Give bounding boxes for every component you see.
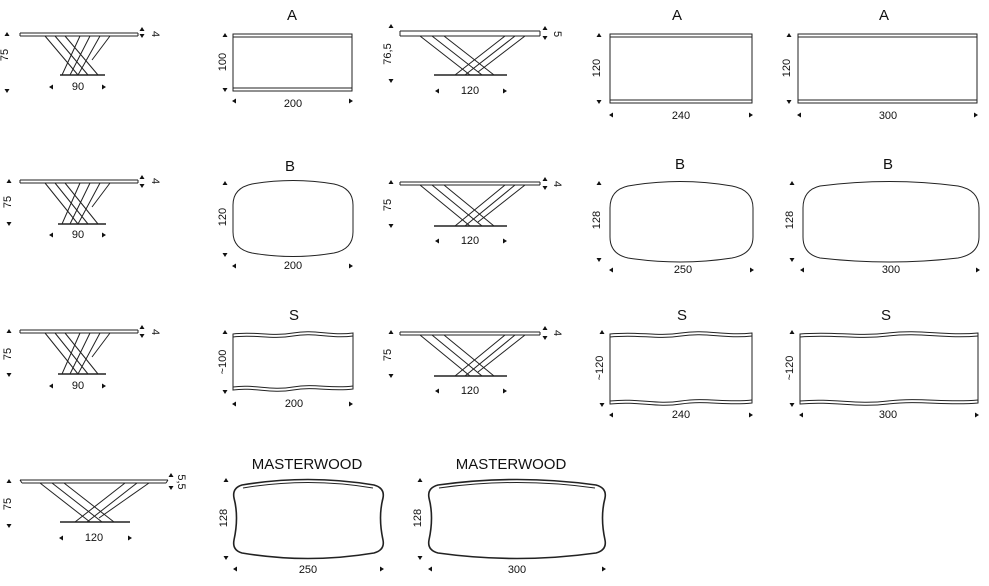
dim-top-thickness: 4 xyxy=(551,181,563,187)
dim-depth: ~100 xyxy=(217,350,229,375)
shape-label: S xyxy=(289,307,299,324)
dim-height: 76,5 xyxy=(382,43,394,64)
dim-length: 200 xyxy=(285,398,303,410)
dim-height: 75 xyxy=(0,49,11,61)
dim-width: 90 xyxy=(72,380,84,392)
dim-width: 120 xyxy=(461,385,479,397)
side-view-r1-2: 76,5 5 120 xyxy=(382,24,563,97)
shape-label: S xyxy=(881,307,891,324)
shape-label: B xyxy=(883,156,893,173)
top-view-r2-3: B 128 300 xyxy=(784,156,980,276)
top-view-r2-2: B 128 250 xyxy=(591,156,754,276)
side-view-r3-1: 75 4 90 xyxy=(2,325,161,392)
top-view-r2-1: B 120 200 xyxy=(217,158,354,272)
shape-label: A xyxy=(287,7,297,24)
dim-width: 90 xyxy=(72,229,84,241)
top-view-r3-2: S ~120 240 xyxy=(594,307,753,421)
shape-label: A xyxy=(672,7,682,24)
top-view-r4-2: MASTERWOOD 128 300 xyxy=(412,456,607,576)
side-view-r4-1: 75 5,5 120 xyxy=(2,473,187,544)
shape-label: MASTERWOOD xyxy=(252,456,363,473)
shape-label: B xyxy=(675,156,685,173)
dim-top-thickness: 4 xyxy=(551,330,563,336)
top-view-r4-1: MASTERWOOD 128 250 xyxy=(218,456,385,576)
top-view-r1-2: A 120 240 xyxy=(591,7,753,122)
dim-top-thickness: 5 xyxy=(551,31,563,37)
dim-height: 75 xyxy=(2,348,14,360)
dim-width: 120 xyxy=(85,532,103,544)
dim-length: 200 xyxy=(284,98,302,110)
dim-length: 300 xyxy=(882,264,900,276)
top-view-r3-1: S ~100 200 xyxy=(217,307,354,410)
side-view-r2-1: 75 4 90 xyxy=(2,175,161,241)
top-view-r1-1: A 100 200 xyxy=(217,7,353,110)
dim-depth: 128 xyxy=(412,509,424,527)
dim-length: 240 xyxy=(672,110,690,122)
dim-height: 75 xyxy=(382,199,394,211)
dim-length: 250 xyxy=(299,564,317,576)
dim-length: 300 xyxy=(508,564,526,576)
top-view-r1-3: A 120 300 xyxy=(781,7,978,122)
dim-length: 300 xyxy=(879,409,897,421)
dim-depth: ~120 xyxy=(784,356,796,381)
dim-depth: 100 xyxy=(217,53,229,71)
top-view-r3-3: S ~120 300 xyxy=(784,307,979,421)
shape-label: MASTERWOOD xyxy=(456,456,567,473)
dim-depth: 128 xyxy=(218,509,230,527)
dim-height: 75 xyxy=(2,498,14,510)
dim-top-thickness: 4 xyxy=(149,178,161,184)
dim-depth: 120 xyxy=(781,59,793,77)
dim-height: 75 xyxy=(382,349,394,361)
dim-length: 200 xyxy=(284,260,302,272)
dim-depth: 120 xyxy=(591,59,603,77)
dim-top-thickness: 4 xyxy=(149,329,161,335)
dim-depth: 128 xyxy=(591,211,603,229)
dim-depth: 120 xyxy=(217,208,229,226)
dim-length: 250 xyxy=(674,264,692,276)
shape-label: S xyxy=(677,307,687,324)
dim-width: 120 xyxy=(461,235,479,247)
side-view-r2-2: 75 4 120 xyxy=(382,177,563,247)
dim-top-thickness: 4 xyxy=(149,31,161,37)
side-view-r3-2: 75 4 120 xyxy=(382,326,563,397)
shape-label: B xyxy=(285,158,295,175)
dim-depth: 128 xyxy=(784,211,796,229)
dim-width: 120 xyxy=(461,85,479,97)
dim-length: 300 xyxy=(879,110,897,122)
dim-width: 90 xyxy=(72,81,84,93)
side-view-r1-1: 75 4 90 xyxy=(0,27,161,93)
dim-length: 240 xyxy=(672,409,690,421)
shape-label: A xyxy=(879,7,889,24)
dim-depth: ~120 xyxy=(594,356,606,381)
dim-height: 75 xyxy=(2,196,14,208)
dim-top-thickness: 5,5 xyxy=(175,474,187,489)
